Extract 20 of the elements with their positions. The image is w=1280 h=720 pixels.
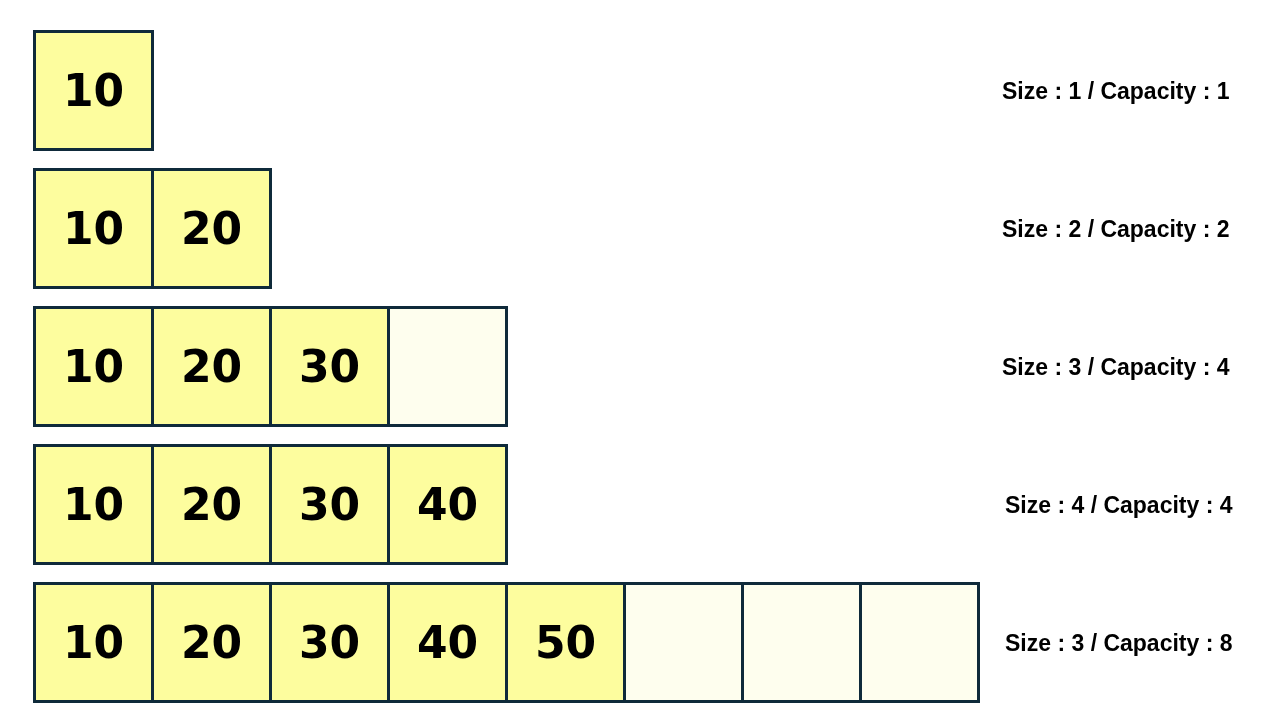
array-cell: 10: [33, 168, 154, 289]
size-capacity-label: Size : 3 / Capacity : 8: [1005, 629, 1233, 657]
array-cell: 20: [151, 444, 272, 565]
size-capacity-label: Size : 1 / Capacity : 1: [1002, 77, 1230, 105]
array-cell: 10: [33, 444, 154, 565]
size-capacity-label: Size : 3 / Capacity : 4: [1002, 353, 1230, 381]
array-cell: 30: [269, 582, 390, 703]
size-capacity-label: Size : 2 / Capacity : 2: [1002, 215, 1230, 243]
array-cell: 10: [33, 306, 154, 427]
array-cell: 20: [151, 582, 272, 703]
array-cell: 20: [151, 168, 272, 289]
array-cell: 10: [33, 582, 154, 703]
array-cell: 40: [387, 582, 508, 703]
array-cell: 40: [387, 444, 508, 565]
array-cell: 30: [269, 306, 390, 427]
size-capacity-label: Size : 4 / Capacity : 4: [1005, 491, 1233, 519]
array-cell: 30: [269, 444, 390, 565]
array-cell: 50: [505, 582, 626, 703]
array-cell: 10: [33, 30, 154, 151]
array-cell: 20: [151, 306, 272, 427]
